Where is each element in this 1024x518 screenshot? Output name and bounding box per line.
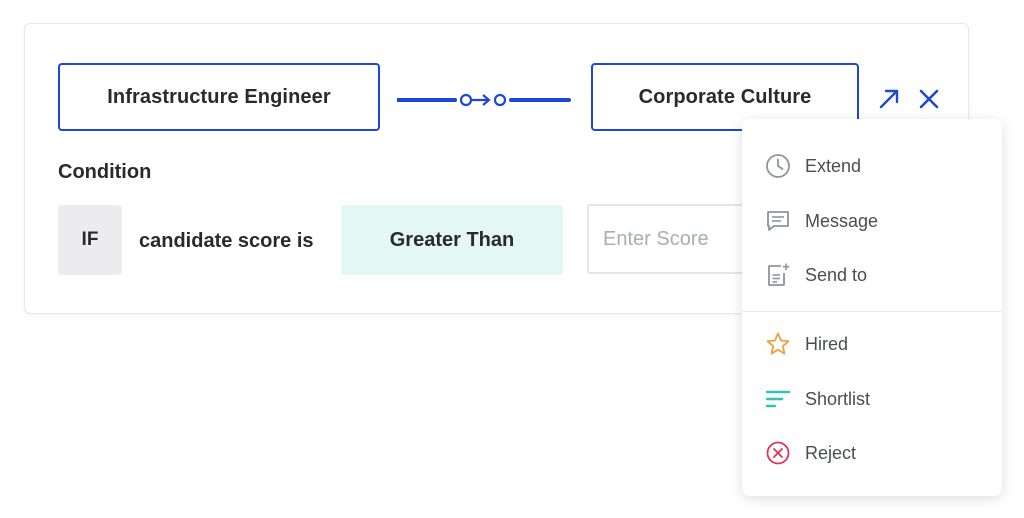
- star-icon: [764, 330, 792, 358]
- menu-item-hired[interactable]: Hired: [742, 317, 1002, 371]
- menu-item-label: Extend: [805, 155, 862, 176]
- clock-icon: [764, 152, 792, 180]
- if-label: IF: [81, 229, 99, 250]
- score-input[interactable]: [587, 204, 757, 274]
- menu-item-extend[interactable]: Extend: [742, 139, 1002, 193]
- menu-item-label: Hired: [805, 333, 849, 354]
- reject-icon: [764, 439, 792, 467]
- operator-select[interactable]: Greater Than: [341, 205, 563, 275]
- action-dropdown-menu: Extend Message Send to: [742, 119, 1002, 496]
- target-node[interactable]: Corporate Culture: [591, 63, 859, 131]
- menu-item-label: Reject: [805, 442, 857, 463]
- menu-item-label: Message: [805, 210, 879, 231]
- menu-item-message[interactable]: Message: [742, 194, 1002, 248]
- menu-item-shortlist[interactable]: Shortlist: [742, 372, 1002, 426]
- shortlist-icon: [764, 385, 792, 413]
- menu-item-label: Shortlist: [805, 388, 871, 409]
- close-icon[interactable]: [917, 86, 941, 112]
- condition-subject: candidate score is: [139, 230, 314, 252]
- condition-title: Condition: [58, 161, 152, 183]
- source-node[interactable]: Infrastructure Engineer: [58, 63, 380, 131]
- menu-item-label: Send to: [805, 264, 868, 285]
- target-node-label: Corporate Culture: [638, 85, 812, 108]
- menu-divider: [742, 311, 1002, 312]
- operator-value: Greater Than: [389, 228, 515, 251]
- send-document-icon: [764, 261, 792, 289]
- node-actions: [877, 86, 941, 112]
- if-badge: IF: [58, 205, 122, 275]
- connector-arrow-icon: [397, 93, 571, 107]
- message-icon: [764, 207, 792, 235]
- source-node-label: Infrastructure Engineer: [107, 85, 331, 108]
- menu-item-send-to[interactable]: Send to: [742, 248, 1002, 302]
- menu-item-reject[interactable]: Reject: [742, 426, 1002, 480]
- expand-arrow-icon[interactable]: [877, 86, 901, 112]
